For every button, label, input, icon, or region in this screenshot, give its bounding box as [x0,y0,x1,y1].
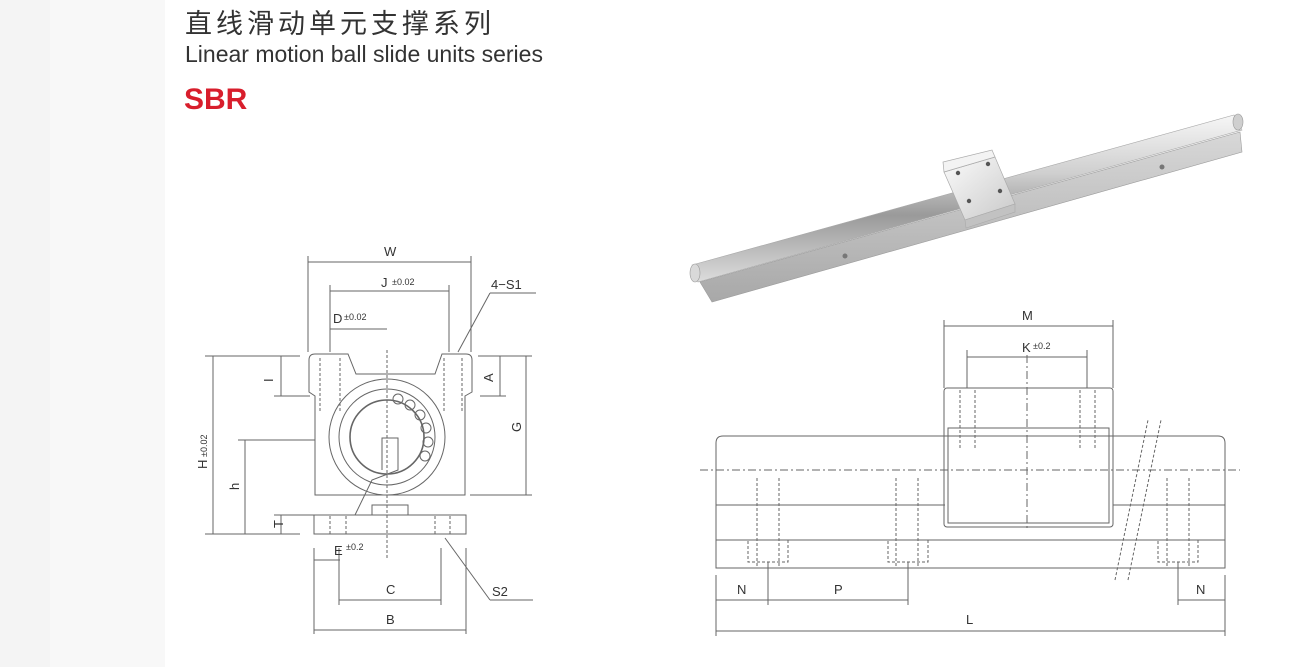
title-english: Linear motion ball slide units series [185,41,543,67]
dim-S2: S2 [492,584,508,599]
dim-S1: 4−S1 [491,277,522,292]
dim-M: M [1022,308,1033,323]
cross-section-drawing [205,256,536,634]
dim-L: L [966,612,973,627]
dim-D: D [333,311,342,326]
dim-D-tol: ±0.02 [344,312,366,322]
title-chinese: 直线滑动单元支撑系列 [185,9,495,40]
left-gutter [0,0,50,667]
product-photo [689,113,1244,303]
dim-N-left: N [737,582,746,597]
dim-E: E [334,543,343,558]
dim-W: W [384,244,397,259]
dim-K-tol: ±0.2 [1033,341,1050,351]
model-code: SBR [184,83,248,116]
dim-N-right: N [1196,582,1205,597]
dim-E-tol: ±0.2 [346,542,363,552]
left-strip [50,0,165,667]
dim-I: I [261,378,276,382]
dim-T: T [271,520,286,528]
dim-C: C [386,582,395,597]
cross-section-labels: W J ±0.02 D ±0.02 4−S1 I A G H ±0.02 h T… [195,244,524,627]
dim-B: B [386,612,395,627]
dim-h: h [227,483,242,490]
dim-G: G [509,422,524,432]
side-view-labels: M K ±0.2 N P N L [737,308,1205,627]
dim-H-tol: ±0.02 [199,435,209,457]
dim-A: A [481,373,496,382]
dim-H: H [195,460,210,469]
side-view-drawing [700,320,1240,636]
dim-J-tol: ±0.02 [392,277,414,287]
dim-P: P [834,582,843,597]
dim-J: J [381,275,388,290]
dim-K: K [1022,340,1031,355]
